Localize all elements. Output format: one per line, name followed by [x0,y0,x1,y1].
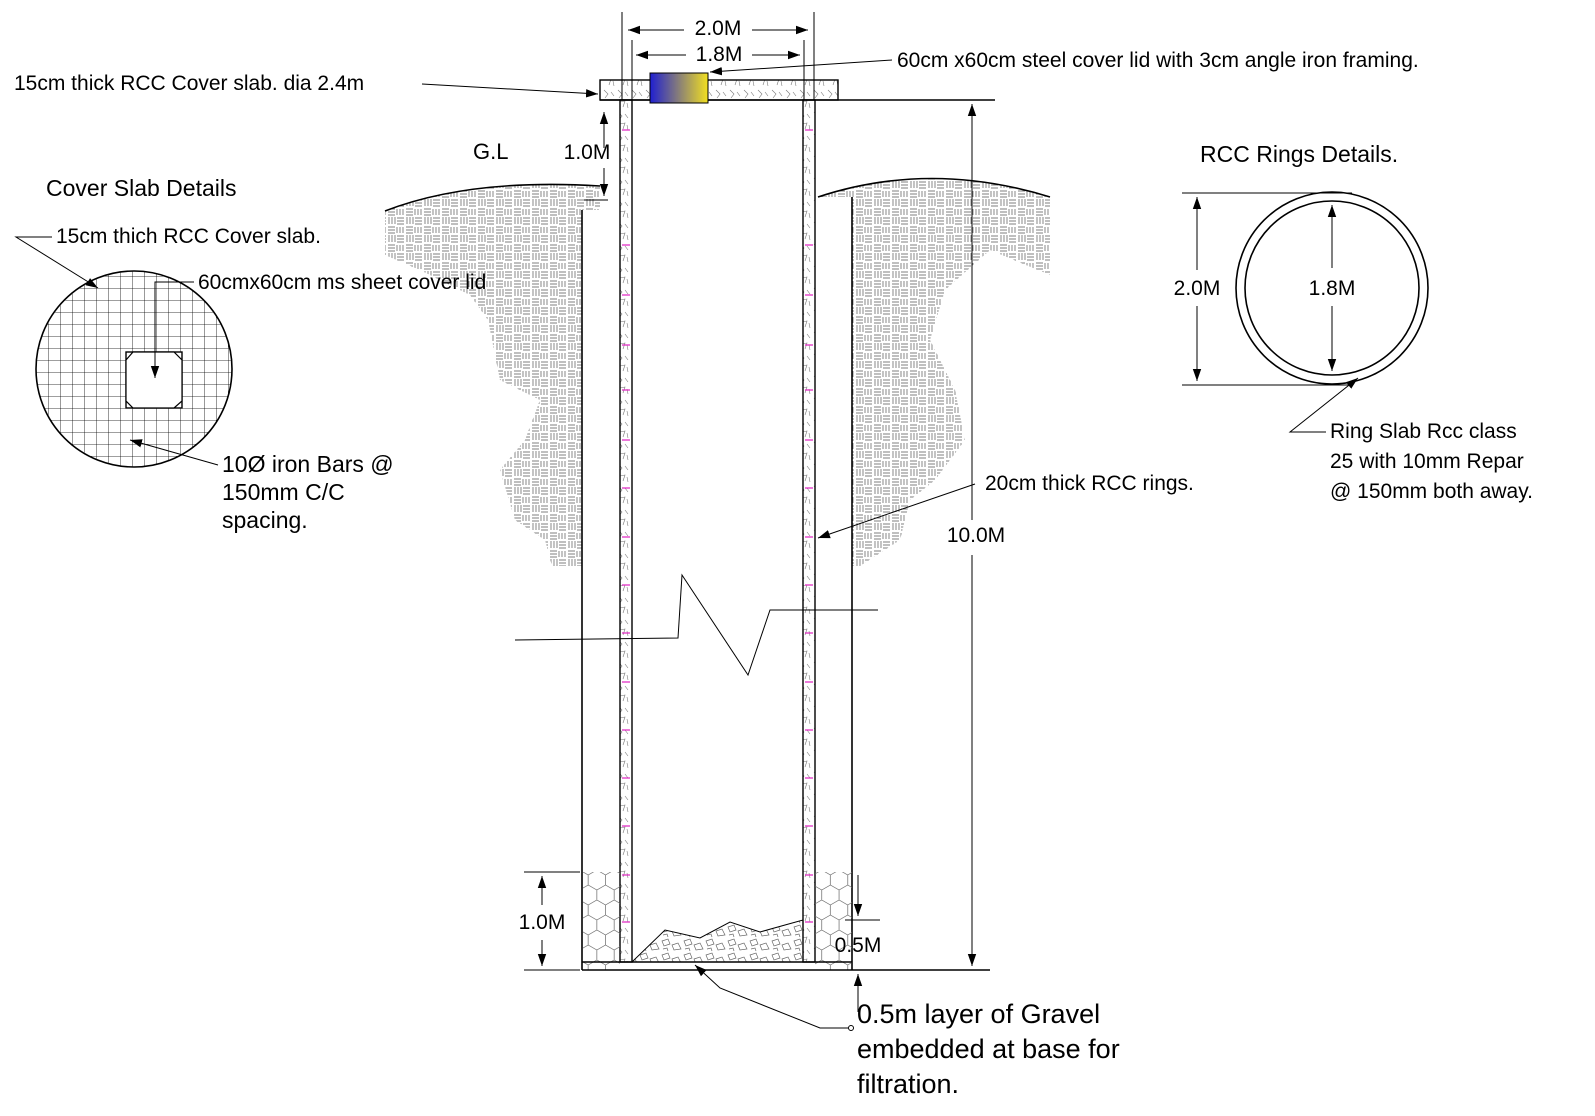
gravel-note-line: embedded at base for [857,1034,1120,1064]
cover-slab-note: 15cm thick RCC Cover slab. dia 2.4m [14,72,364,95]
bars-note-line: 10Ø iron Bars @ [222,451,394,477]
dim-inner-diameter-top: 1.8M [696,43,743,66]
gravel-note: 0.5m layer of Gravel embedded at base fo… [857,999,1127,1099]
cover-slab-detail: Cover Slab Details 15cm thich RCC Cover … [14,175,486,533]
filter-media-left [583,872,620,970]
rcc-ring-left-wall [619,99,633,963]
gravel-note-line: filtration. [857,1069,959,1099]
cover-slab-detail-lid-note: 60cmx60cm ms sheet cover lid [198,271,486,294]
break-line [514,573,878,677]
rcc-ring-right-wall [802,99,816,963]
rcc-rings-detail: RCC Rings Details. 2.0M 1.8M Ring Slab R… [1174,141,1533,503]
soil-right [817,177,1051,566]
dimension-lines [524,12,977,1012]
rcc-rings-detail-title: RCC Rings Details. [1200,141,1398,167]
ring-inner-circle [1244,200,1420,376]
cover-slab [599,72,995,104]
rcc-rings-note: 20cm thick RCC rings. [985,472,1194,495]
gravel-bed [630,919,804,963]
ring-outer-circle [1235,191,1429,385]
dim-outer-diameter-top: 2.0M [695,17,742,40]
cover-slab-detail-title: Cover Slab Details [46,175,236,201]
ring-joints [622,129,813,923]
bars-note-line: spacing. [222,507,308,533]
leader-lines [421,59,976,1031]
ring-note-line: Ring Slab Rcc class [1330,420,1517,443]
dim-above-ground: 1.0M [564,141,611,164]
ring-note-line: 25 with 10mm Repar [1330,450,1524,473]
ring-inner-dia-label: 1.8M [1309,277,1356,300]
dim-gravel-depth: 0.5M [835,934,882,957]
well-section [514,99,990,971]
steel-cover-lid [649,72,709,104]
dim-bottom-fill: 1.0M [519,911,566,934]
steel-lid-note: 60cm x60cm steel cover lid with 3cm angl… [897,49,1419,72]
filter-media-right [815,872,852,970]
dim-total-depth: 10.0M [947,524,1005,547]
bars-note-line: 150mm C/C [222,479,345,505]
ring-outer-dia-label: 2.0M [1174,277,1221,300]
ground-level-label: G.L [473,139,508,164]
ring-slab-note: Ring Slab Rcc class 25 with 10mm Repar @… [1330,420,1533,503]
soil-left [384,183,601,566]
cover-slab-detail-bars-note: 10Ø iron Bars @ 150mm C/C spacing. [222,451,400,533]
gravel-note-line: 0.5m layer of Gravel [857,999,1100,1029]
cover-slab-detail-slab-note: 15cm thich RCC Cover slab. [56,225,321,248]
ring-note-line: @ 150mm both away. [1330,480,1533,503]
